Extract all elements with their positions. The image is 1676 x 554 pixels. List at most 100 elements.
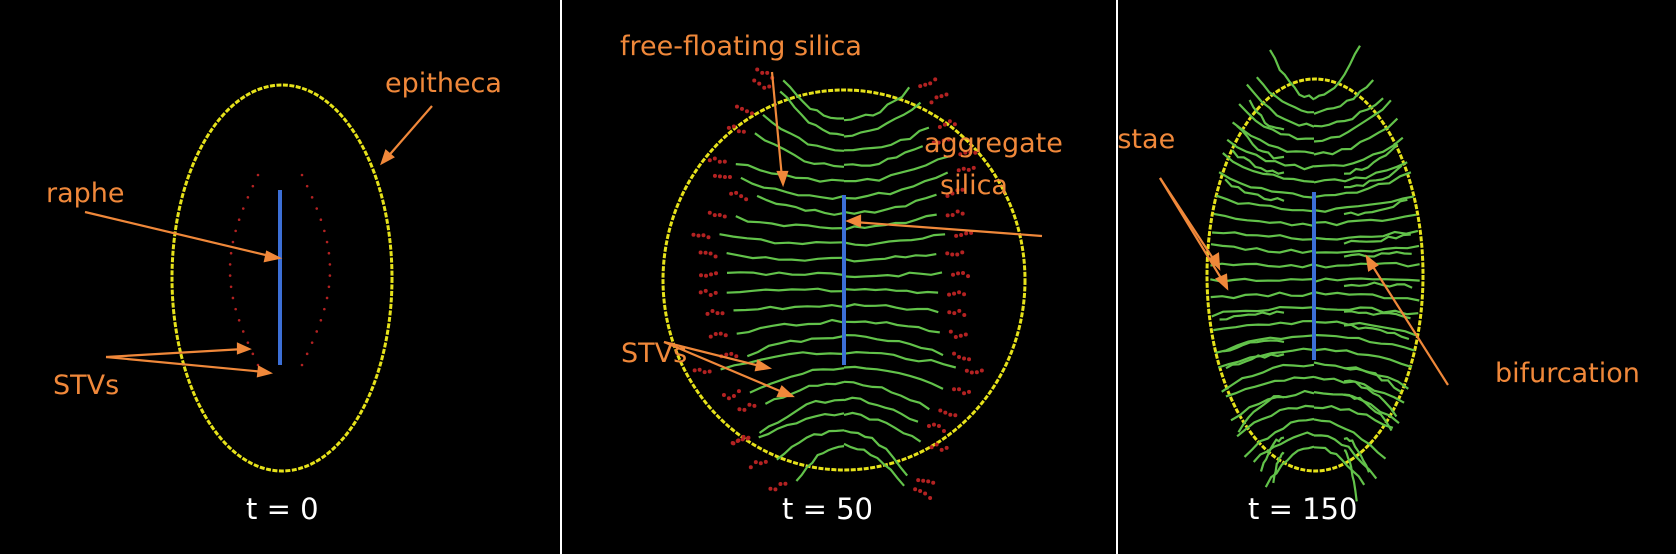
- silica-dot: [697, 367, 702, 372]
- panel-t0: epitheca raphe STVs t = 0: [0, 0, 560, 554]
- arrow-costae-2: [1159, 177, 1225, 284]
- label-silica: silica: [940, 170, 1008, 201]
- costa-branch: [1313, 136, 1404, 168]
- costa-branch: [758, 412, 845, 439]
- costa-branch: [1313, 277, 1420, 283]
- arrowhead-bifurcation: [1365, 254, 1379, 272]
- silica-dot: [708, 334, 713, 339]
- stv-dot: [300, 173, 304, 177]
- panel-t150: costae bifurcation t = 150: [1118, 0, 1676, 554]
- costa-branch: [726, 252, 845, 262]
- silica-dot: [967, 357, 972, 362]
- annotation-arrows: [84, 105, 433, 378]
- silica-dot: [758, 461, 763, 466]
- silica-dot: [960, 187, 965, 192]
- costa-branch: [726, 287, 845, 294]
- annotation-arrows: [663, 71, 1043, 398]
- costa-branch: [779, 90, 845, 137]
- silica-dot: [953, 413, 958, 418]
- silica-dot: [962, 292, 967, 297]
- costa-branch: [1313, 320, 1418, 337]
- silica-dot: [929, 100, 934, 105]
- silica-dot: [957, 290, 962, 295]
- label-costae: costae: [1118, 124, 1176, 155]
- silica-dot: [950, 212, 955, 217]
- silica-dot: [928, 496, 933, 501]
- silica-dot: [742, 407, 747, 412]
- costa-branch: [1211, 305, 1315, 318]
- silica-dot: [726, 125, 731, 130]
- silica-dot: [706, 235, 711, 240]
- costa-branch: [1313, 97, 1384, 128]
- costa-branch: [1313, 195, 1415, 213]
- panel-t150-drawing: [1159, 45, 1449, 502]
- stv-dot: [237, 318, 241, 322]
- silica-dot: [707, 158, 712, 163]
- silica-dot: [918, 488, 923, 493]
- costa-branch: [1252, 431, 1315, 463]
- silica-dot: [714, 271, 719, 276]
- stv-dot: [231, 296, 235, 300]
- silica-dot: [717, 159, 722, 164]
- costa-branch: [1343, 379, 1398, 418]
- epitheca-outline: [661, 88, 1027, 472]
- arrowhead-epitheca: [380, 149, 395, 166]
- costa-branch: [843, 380, 930, 411]
- arrowhead-costae-1: [1208, 252, 1221, 271]
- silica-dot: [950, 191, 955, 196]
- costa-branch: [1210, 262, 1315, 269]
- silica-dot: [945, 213, 950, 218]
- silica-dot: [707, 210, 712, 215]
- silica-dot: [961, 166, 966, 171]
- silica-dot: [943, 410, 948, 415]
- silica-dot: [747, 402, 752, 407]
- silica-dot: [921, 478, 926, 483]
- costa-branch: [843, 365, 944, 390]
- silica-dot: [958, 333, 963, 338]
- silica-dot: [973, 150, 978, 155]
- silica-dot: [722, 159, 727, 164]
- stv-dot: [310, 196, 314, 199]
- stv-dot: [325, 240, 329, 244]
- silica-dot: [966, 274, 971, 279]
- arrow-raphe: [84, 210, 275, 259]
- silica-dot: [926, 479, 931, 484]
- panel-t50-drawing: [661, 67, 1043, 501]
- costa-branch: [1226, 138, 1315, 171]
- time-label: t = 150: [1248, 492, 1358, 526]
- silica-dot: [729, 191, 734, 196]
- costa-branch: [1313, 261, 1420, 269]
- silica-dot: [745, 436, 750, 441]
- costa-branch: [843, 287, 939, 295]
- silica-dot: [962, 313, 967, 318]
- silica-dot: [741, 129, 746, 134]
- silica-dot: [744, 109, 749, 114]
- costa-branch: [1313, 99, 1392, 143]
- stv-dot: [228, 263, 232, 266]
- costa-branch: [1313, 213, 1417, 227]
- silica-dot: [956, 271, 961, 276]
- silica-dot: [778, 482, 783, 487]
- arrowhead-raphe: [263, 250, 283, 263]
- silica-dot: [952, 291, 957, 296]
- silica-dot: [937, 124, 942, 129]
- silica-dot: [961, 270, 966, 275]
- costa-branch: [1313, 347, 1413, 369]
- silica-dot: [942, 122, 947, 127]
- arrowhead-stv-2: [256, 365, 274, 378]
- silica-dot: [948, 412, 953, 417]
- silica-dot: [696, 233, 701, 238]
- silica-dot: [946, 137, 951, 142]
- stv-dot: [246, 341, 250, 344]
- silica-dot: [703, 288, 708, 293]
- label-stvs: STVs: [621, 338, 688, 369]
- silica-dot: [737, 407, 742, 412]
- costa-branch: [1246, 83, 1315, 128]
- arrow-bifurcation: [1369, 261, 1449, 386]
- silica-dot: [760, 70, 765, 75]
- silica-dot: [947, 310, 952, 315]
- silica-dot: [757, 81, 762, 86]
- silica-dot: [963, 150, 968, 155]
- silica-dot: [931, 422, 936, 427]
- arrowhead-aggregate: [845, 214, 862, 228]
